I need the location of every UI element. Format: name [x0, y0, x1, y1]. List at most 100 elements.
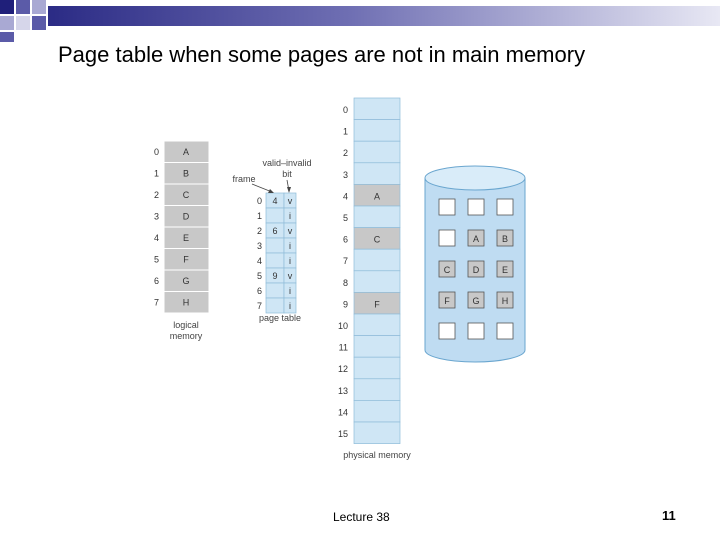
- logical-page-index: 1: [154, 169, 159, 179]
- logical-memory-label-line1: logical: [173, 320, 199, 330]
- physical-frame-cell: [353, 335, 401, 358]
- logical-page-label: G: [182, 276, 189, 286]
- page-table-frame-cell: [265, 207, 285, 224]
- backing-store-page: [467, 291, 485, 309]
- page-table-frame-cell: [265, 237, 285, 254]
- page-table-index: 5: [257, 271, 262, 281]
- page-table-frame-cell: [265, 282, 285, 299]
- physical-frame-label: A: [374, 191, 380, 201]
- logical-page-label: C: [183, 190, 190, 200]
- physical-memory-label: physical memory: [343, 450, 411, 460]
- physical-frame-index: 6: [343, 235, 348, 245]
- physical-frame-index: 2: [343, 148, 348, 158]
- physical-frame-index: 3: [343, 170, 348, 180]
- backing-store-page: [467, 260, 485, 278]
- backing-store-page: [467, 229, 485, 247]
- logical-page-label: A: [183, 147, 189, 157]
- backing-store-page: [496, 291, 514, 309]
- page-table-frame-number: 4: [272, 196, 277, 206]
- logical-page-index: 3: [154, 212, 159, 222]
- page-table-valid-bit: i: [289, 256, 291, 266]
- physical-frame-cell: [353, 97, 401, 120]
- logical-page-index: 7: [154, 298, 159, 308]
- logical-page-label: B: [183, 169, 189, 179]
- page-table-valid-bit: v: [288, 196, 293, 206]
- page-table-index: 7: [257, 301, 262, 311]
- decor-square: [0, 32, 14, 42]
- logical-page-label: D: [183, 212, 190, 222]
- logical-page-index: 0: [154, 147, 159, 157]
- decor-square: [0, 0, 14, 14]
- decor-square: [16, 0, 30, 14]
- physical-frame-index: 4: [343, 191, 348, 201]
- disk-top: [424, 165, 526, 191]
- physical-frame-index: 7: [343, 256, 348, 266]
- physical-frame-cell: [353, 378, 401, 401]
- physical-frame-index: 0: [343, 105, 348, 115]
- frame-arrowhead: [268, 189, 274, 193]
- decor-square: [32, 16, 46, 30]
- backing-store-page: [496, 322, 514, 340]
- backing-store-page: [438, 198, 456, 216]
- page-table-valid-bit: v: [288, 226, 293, 236]
- backing-store-page: [438, 291, 456, 309]
- backing-store-page-label: D: [473, 265, 480, 275]
- page-table-frame-number: 6: [272, 226, 277, 236]
- backing-store-page: [438, 229, 456, 247]
- valid-invalid-label-line1: valid–invalid: [262, 158, 311, 168]
- page-table-valid-bit: i: [289, 301, 291, 311]
- backing-store-page: [438, 260, 456, 278]
- page-table-index: 0: [257, 196, 262, 206]
- decor-square: [32, 0, 46, 14]
- physical-frame-index: 10: [338, 321, 348, 331]
- physical-frame-cell: [353, 162, 401, 185]
- page-number: 11: [662, 508, 676, 523]
- backing-store-page: [438, 322, 456, 340]
- physical-frame-index: 12: [338, 364, 348, 374]
- backing-store-page-label: C: [444, 265, 451, 275]
- backing-store-page-label: H: [502, 296, 509, 306]
- physical-frame-cell: [353, 313, 401, 336]
- page-table-index: 2: [257, 226, 262, 236]
- page-table-index: 6: [257, 286, 262, 296]
- backing-store-page-label: G: [472, 296, 479, 306]
- physical-frame-cell: [353, 356, 401, 380]
- page-table-valid-bit: i: [289, 211, 291, 221]
- backing-store-page-label: B: [502, 234, 508, 244]
- decor-square: [16, 16, 30, 30]
- backing-store-page-label: E: [502, 265, 508, 275]
- page-table-valid-bit: v: [288, 271, 293, 281]
- physical-frame-index: 13: [338, 386, 348, 396]
- backing-store-page-label: F: [444, 296, 450, 306]
- physical-frame-label: F: [374, 299, 380, 309]
- logical-page-index: 2: [154, 190, 159, 200]
- backing-store-page: [496, 229, 514, 247]
- valid-invalid-label-line2: bit: [282, 169, 292, 179]
- slide-title: Page table when some pages are not in ma…: [58, 42, 586, 67]
- logical-page-index: 6: [154, 276, 159, 286]
- backing-store-page: [496, 198, 514, 216]
- page-table-valid-bit: i: [289, 241, 291, 251]
- frame-arrow: [251, 183, 273, 193]
- physical-frame-cell: [353, 119, 401, 142]
- logical-memory-label-line2: memory: [170, 331, 203, 341]
- physical-frame-cell: [353, 270, 401, 293]
- page-table-valid-bit: i: [289, 286, 291, 296]
- page-table-index: 1: [257, 211, 262, 221]
- page-table-bit-cell: [283, 297, 297, 314]
- physical-frame-index: 11: [339, 343, 348, 353]
- logical-page-label: F: [183, 255, 189, 265]
- logical-page-index: 5: [154, 255, 159, 265]
- page-table-frame-cell: [265, 252, 285, 269]
- physical-frame-index: 15: [338, 429, 348, 439]
- page-table-frame-cell: [265, 297, 285, 314]
- frame-label: frame: [232, 174, 255, 184]
- physical-frame-cell: [353, 421, 401, 444]
- physical-frame-index: 9: [343, 299, 348, 309]
- physical-frame-cell: [353, 205, 401, 228]
- title-decoration-bar: [0, 0, 720, 44]
- physical-frame-cell: [353, 400, 401, 423]
